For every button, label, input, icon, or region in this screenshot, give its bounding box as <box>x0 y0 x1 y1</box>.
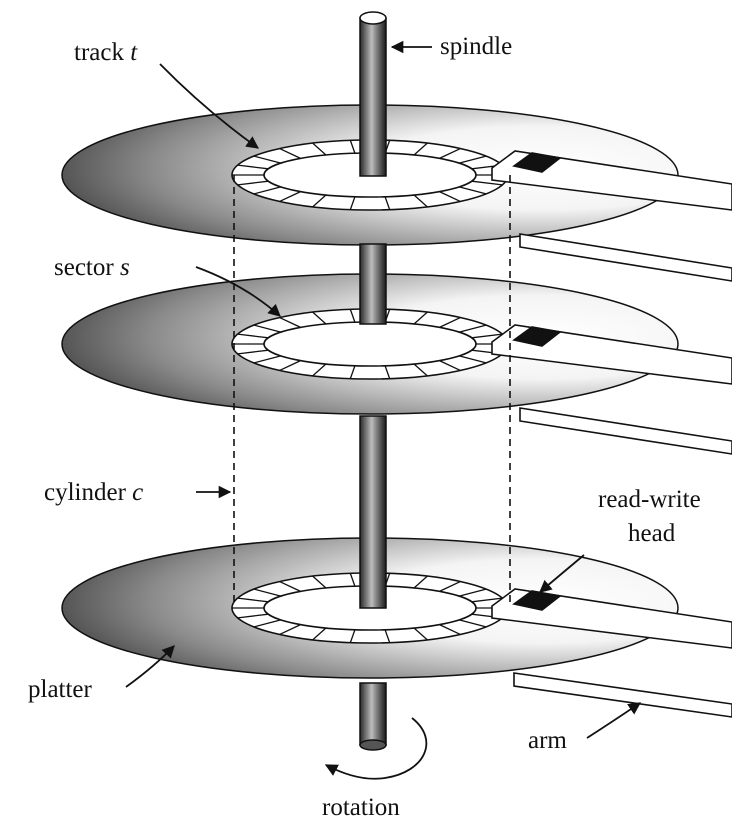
sector-divider <box>279 624 301 636</box>
labels: track t spindle sector s cylinder c read… <box>28 33 701 821</box>
sector-divider <box>253 324 281 333</box>
sector-divider <box>279 316 301 328</box>
sector-divider <box>439 147 461 159</box>
arm-middle-upper-bar <box>491 324 732 385</box>
rotation-arrow <box>324 717 428 780</box>
arms <box>491 150 732 718</box>
sector-divider <box>413 142 428 156</box>
arm-top-upper-bar <box>491 150 732 211</box>
sector-divider <box>349 309 356 323</box>
sector-divider <box>471 180 503 186</box>
sector-divider <box>471 333 503 339</box>
sector-divider <box>413 627 428 641</box>
sector-divider <box>279 360 301 372</box>
label-sector: sector s <box>54 254 130 281</box>
sector-divider <box>253 588 281 597</box>
sector-divider <box>312 142 327 156</box>
sector-divider <box>439 316 461 328</box>
track-arrow <box>159 63 260 149</box>
sector-divider <box>459 324 487 333</box>
label-read-write: read-write <box>598 486 701 513</box>
spindle-segment-3 <box>359 415 387 609</box>
sector-divider <box>413 194 428 208</box>
sector-divider <box>459 619 487 628</box>
sector-divider <box>237 164 269 170</box>
arm-bottom <box>491 588 732 718</box>
read-write-head-top <box>512 152 562 173</box>
spindle-bottom-cap <box>359 739 387 751</box>
label-track: track t <box>74 39 138 66</box>
label-arm: arm <box>528 727 567 754</box>
arm-arrow <box>586 702 642 739</box>
arm-bottom-lower-bar <box>513 672 732 718</box>
sector-divider <box>413 311 428 325</box>
sector-divider <box>384 365 391 379</box>
platter-middle <box>61 273 679 415</box>
label-rotation: rotation <box>322 794 400 821</box>
sector-divider <box>237 180 269 186</box>
spindle <box>359 11 387 751</box>
read-write-head-bottom <box>512 590 562 611</box>
sector-divider <box>349 573 356 587</box>
sector-divider <box>349 365 356 379</box>
platter-arrow <box>125 645 175 688</box>
arm-middle <box>491 324 732 455</box>
spindle-top-segment <box>359 17 387 177</box>
read-write-head-middle <box>512 326 562 347</box>
leader-arrows <box>125 40 642 780</box>
sector-divider <box>237 349 269 355</box>
sector-divider <box>253 186 281 195</box>
sector-divider <box>253 355 281 364</box>
sector-divider <box>237 597 269 603</box>
sector-divider <box>384 629 391 643</box>
sector-divider <box>312 575 327 589</box>
sector-divider <box>312 194 327 208</box>
sector-divider <box>459 355 487 364</box>
label-platter: platter <box>28 676 93 703</box>
sector-divider <box>279 147 301 159</box>
sector-arrow <box>195 266 281 317</box>
sector-divider <box>349 196 356 210</box>
sector-divider <box>279 580 301 592</box>
sector-divider <box>349 629 356 643</box>
sector-divider <box>253 155 281 164</box>
sector-divider <box>471 597 503 603</box>
sector-divider <box>237 613 269 619</box>
arm-bottom-upper-bar <box>491 588 732 649</box>
sector-divider <box>349 140 356 154</box>
sector-divider <box>439 191 461 203</box>
sector-divider <box>413 575 428 589</box>
arm-middle-lower-bar <box>519 407 732 455</box>
arm-top <box>491 150 732 282</box>
sector-divider <box>439 624 461 636</box>
sector-divider <box>413 363 428 377</box>
sector-divider <box>459 186 487 195</box>
sector-divider <box>312 363 327 377</box>
sector-divider <box>384 196 391 210</box>
platters <box>61 104 679 679</box>
label-head: head <box>628 520 676 547</box>
label-spindle: spindle <box>440 33 512 60</box>
spindle-segment-2 <box>359 243 387 325</box>
arm-top-lower-bar <box>519 233 732 282</box>
sector-divider <box>279 191 301 203</box>
sector-divider <box>312 311 327 325</box>
sector-divider <box>439 360 461 372</box>
sector-divider <box>312 627 327 641</box>
read-write-head-arrow <box>539 554 585 593</box>
sector-divider <box>253 619 281 628</box>
spindle-top-cap <box>359 11 387 25</box>
spindle-bottom-segment <box>359 682 387 746</box>
sector-divider <box>237 333 269 339</box>
track-inner-edge <box>263 321 477 367</box>
label-cylinder: cylinder c <box>44 479 143 506</box>
sector-divider <box>439 580 461 592</box>
sector-divider <box>459 588 487 597</box>
sector-divider <box>459 155 487 164</box>
